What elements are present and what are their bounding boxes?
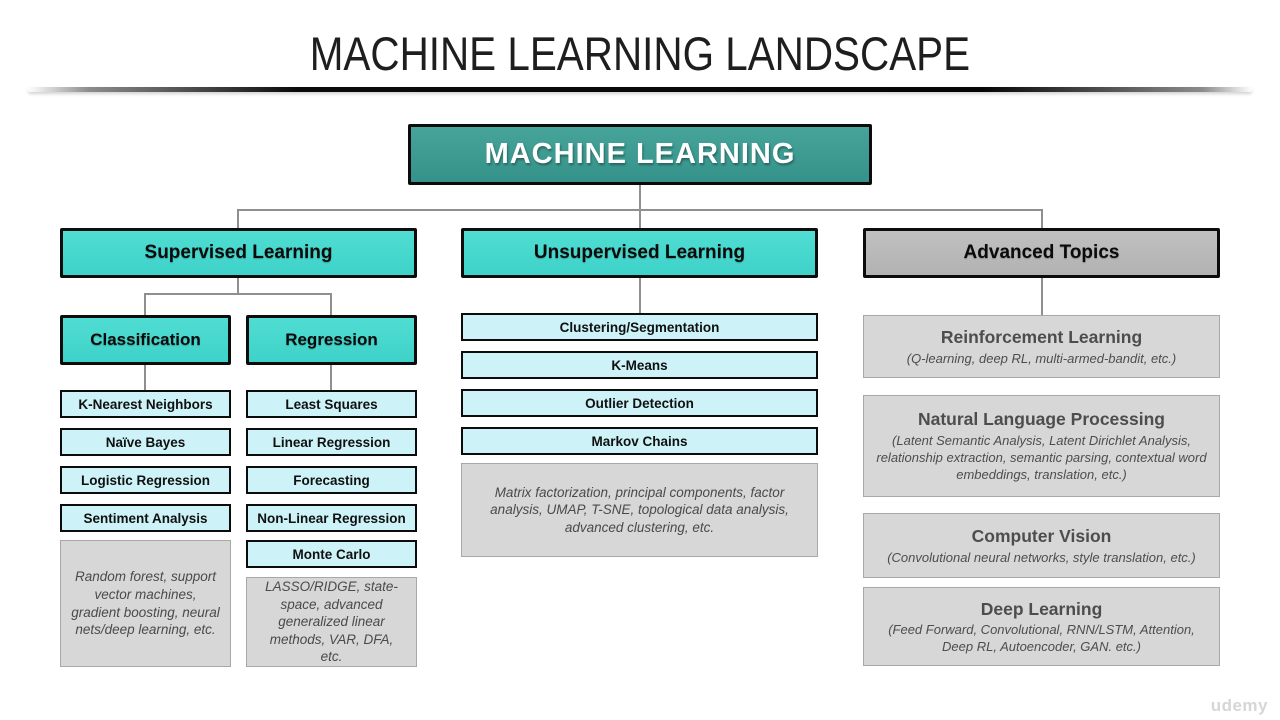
classification-item: Logistic Regression [60,466,231,494]
title-divider-line [28,87,1252,92]
advanced-card-title: Natural Language Processing [917,409,1165,430]
advanced-card-subtitle: (Q-learning, deep RL, multi-armed-bandit… [906,350,1177,366]
node-supervised-learning: Supervised Learning [60,228,417,278]
node-classification: Classification [60,315,231,365]
page-title-text: MACHINE LEARNING LANDSCAPE [309,27,971,80]
connector-line [237,209,239,228]
classification-item: K-Nearest Neighbors [60,390,231,418]
regression-item: Forecasting [246,466,417,494]
regression-item: Linear Regression [246,428,417,456]
regression-item: Least Squares [246,390,417,418]
node-advanced-topics-label: Advanced Topics [963,242,1120,263]
connector-line [330,293,332,315]
advanced-card-deep-learning: Deep Learning (Feed Forward, Convolution… [863,587,1220,666]
advanced-card-title: Deep Learning [980,598,1103,619]
regression-note: LASSO/RIDGE, state-space, advanced gener… [246,577,417,667]
unsupervised-item: Outlier Detection [461,389,818,417]
node-unsupervised-learning: Unsupervised Learning [461,228,818,278]
node-machine-learning: MACHINE LEARNING [408,124,872,185]
advanced-card-title: Computer Vision [971,526,1112,547]
connector-line [330,365,332,390]
connector-line [237,278,239,295]
node-classification-label: Classification [90,330,201,349]
connector-line [639,185,641,210]
advanced-card-nlp: Natural Language Processing (Latent Sema… [863,395,1220,497]
unsupervised-item: K-Means [461,351,818,379]
advanced-card-reinforcement-learning: Reinforcement Learning (Q-learning, deep… [863,315,1220,378]
classification-note: Random forest, support vector machines, … [60,540,231,667]
node-supervised-learning-label: Supervised Learning [144,242,333,263]
connector-line [144,293,146,315]
advanced-card-computer-vision: Computer Vision (Convolutional neural ne… [863,513,1220,578]
node-advanced-topics: Advanced Topics [863,228,1220,278]
node-regression-label: Regression [285,330,378,349]
connector-line [144,293,332,295]
udemy-watermark: udemy [1210,696,1268,715]
node-machine-learning-label: MACHINE LEARNING [484,138,796,170]
connector-line [1041,209,1043,228]
classification-item: Sentiment Analysis [60,504,231,532]
advanced-card-subtitle: (Feed Forward, Convolutional, RNN/LSTM, … [888,622,1195,655]
node-unsupervised-learning-label: Unsupervised Learning [533,242,746,263]
connector-line [144,365,146,390]
unsupervised-item: Clustering/Segmentation [461,313,818,341]
node-regression: Regression [246,315,417,365]
advanced-card-subtitle: (Latent Semantic Analysis, Latent Dirich… [876,433,1207,483]
unsupervised-note: Matrix factorization, principal componen… [461,463,818,557]
advanced-card-title: Reinforcement Learning [940,327,1143,348]
connector-line [639,209,641,228]
unsupervised-item: Markov Chains [461,427,818,455]
regression-item: Non-Linear Regression [246,504,417,532]
advanced-card-subtitle: (Convolutional neural networks, style tr… [887,549,1196,565]
connector-line [639,278,641,313]
connector-line [1041,278,1043,315]
classification-item: Naïve Bayes [60,428,231,456]
page-title: MACHINE LEARNING LANDSCAPE [0,26,1280,81]
regression-item: Monte Carlo [246,540,417,568]
